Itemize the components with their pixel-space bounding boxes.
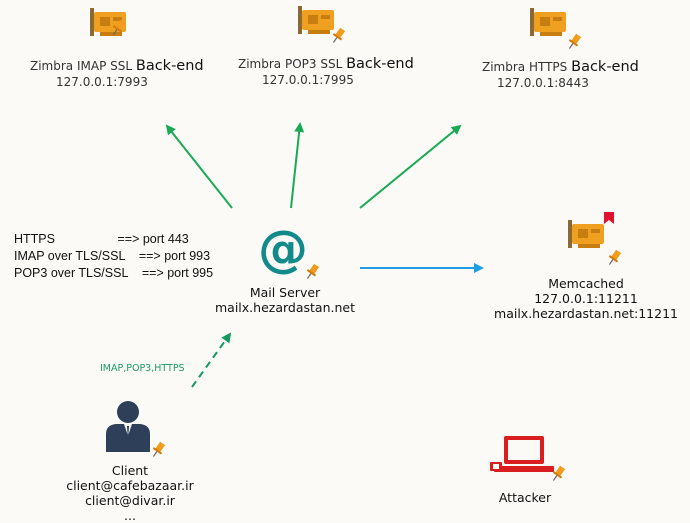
imap-backend-addr: 127.0.0.1:7993 <box>56 75 148 89</box>
mail-server-label: Mail Server mailx.hezardastan.net <box>210 285 360 315</box>
https-backend-suffix: Back-end <box>571 59 639 75</box>
client-more: ... <box>124 508 136 523</box>
attacker-label: Attacker <box>498 490 552 505</box>
pop3-backend-name: Zimbra POP3 SSL <box>238 57 343 71</box>
pin-icon <box>332 27 346 43</box>
mail-server-host: mailx.hezardastan.net <box>215 300 355 315</box>
arrow-client-to-server <box>191 332 232 388</box>
client-email-1: client@cafebazaar.ir <box>66 478 194 493</box>
port-line-https: HTTPS ==> port 443 <box>14 232 189 246</box>
network-card-icon <box>568 220 622 265</box>
https-backend-title: Zimbra HTTPS Back-end <box>482 59 639 75</box>
arrow-to-https <box>359 124 462 209</box>
arrow-to-imap <box>165 124 233 209</box>
flag-icon <box>604 212 614 224</box>
laptop-icon <box>490 436 566 481</box>
pin-icon <box>306 263 320 279</box>
pin-icon <box>552 465 566 481</box>
pin-icon <box>568 33 582 49</box>
https-backend-name: Zimbra HTTPS <box>482 60 568 74</box>
memcached-label: Memcached 127.0.0.1:11211 mailx.hezardas… <box>488 276 684 321</box>
memcached-host: mailx.hezardastan.net:11211 <box>494 306 678 321</box>
https-backend-addr: 127.0.0.1:8443 <box>497 76 589 90</box>
port-line-pop3: POP3 over TLS/SSL ==> port 995 <box>14 266 214 280</box>
pop3-backend-addr: 127.0.0.1:7995 <box>262 73 354 87</box>
user-icon <box>106 401 166 457</box>
network-card-icon <box>298 6 346 43</box>
imap-backend-suffix: Back-end <box>135 58 204 74</box>
edge-label-protocols: IMAP,POP3,HTTPS <box>100 363 185 374</box>
port-line-imap: IMAP over TLS/SSL ==> port 993 <box>14 249 211 263</box>
at-sign-icon: @ <box>258 220 320 279</box>
network-card-icon <box>530 8 582 49</box>
client-email-2: client@divar.ir <box>85 493 175 508</box>
imap-backend-name: Zimbra IMAP SSL <box>30 59 133 73</box>
mail-server-name: Mail Server <box>249 285 321 300</box>
network-card-icon <box>90 8 126 36</box>
pin-icon <box>152 441 166 457</box>
memcached-addr: 127.0.0.1:11211 <box>534 291 638 306</box>
svg-text:@: @ <box>258 220 308 278</box>
pop3-backend-suffix: Back-end <box>346 56 414 72</box>
client-name: Client <box>111 463 149 478</box>
memcached-name: Memcached <box>548 276 624 291</box>
arrow-to-pop3 <box>290 122 305 209</box>
pin-icon <box>112 19 126 35</box>
client-label: Client client@cafebazaar.ir client@divar… <box>50 463 210 523</box>
pin-icon <box>608 249 622 265</box>
imap-backend-title: Zimbra IMAP SSL Back-end <box>30 58 204 74</box>
pop3-backend-title: Zimbra POP3 SSL Back-end <box>238 56 414 72</box>
